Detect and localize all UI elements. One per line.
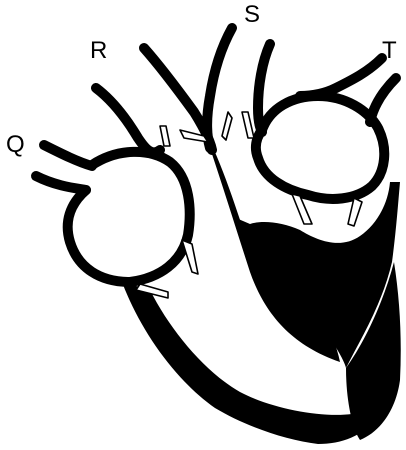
aortic-valve-left [242, 112, 254, 138]
vessel-r [96, 88, 160, 152]
aortic-valve-right [160, 126, 170, 146]
semilunar-valve-right [222, 112, 232, 140]
vessel-t-branch [370, 78, 396, 122]
tricuspid-valve-left [182, 240, 198, 274]
mitral-valve-right [348, 198, 362, 226]
vessel-q-upper [44, 145, 92, 166]
vessel-q-lower [36, 176, 86, 190]
label-r: R [90, 37, 107, 64]
label-t: T [382, 37, 397, 64]
left-atrium-outline [256, 96, 384, 199]
right-atrium-outline [68, 152, 190, 282]
vessel-t-lower [300, 58, 382, 96]
label-s: S [244, 1, 260, 28]
label-q: Q [6, 131, 25, 158]
